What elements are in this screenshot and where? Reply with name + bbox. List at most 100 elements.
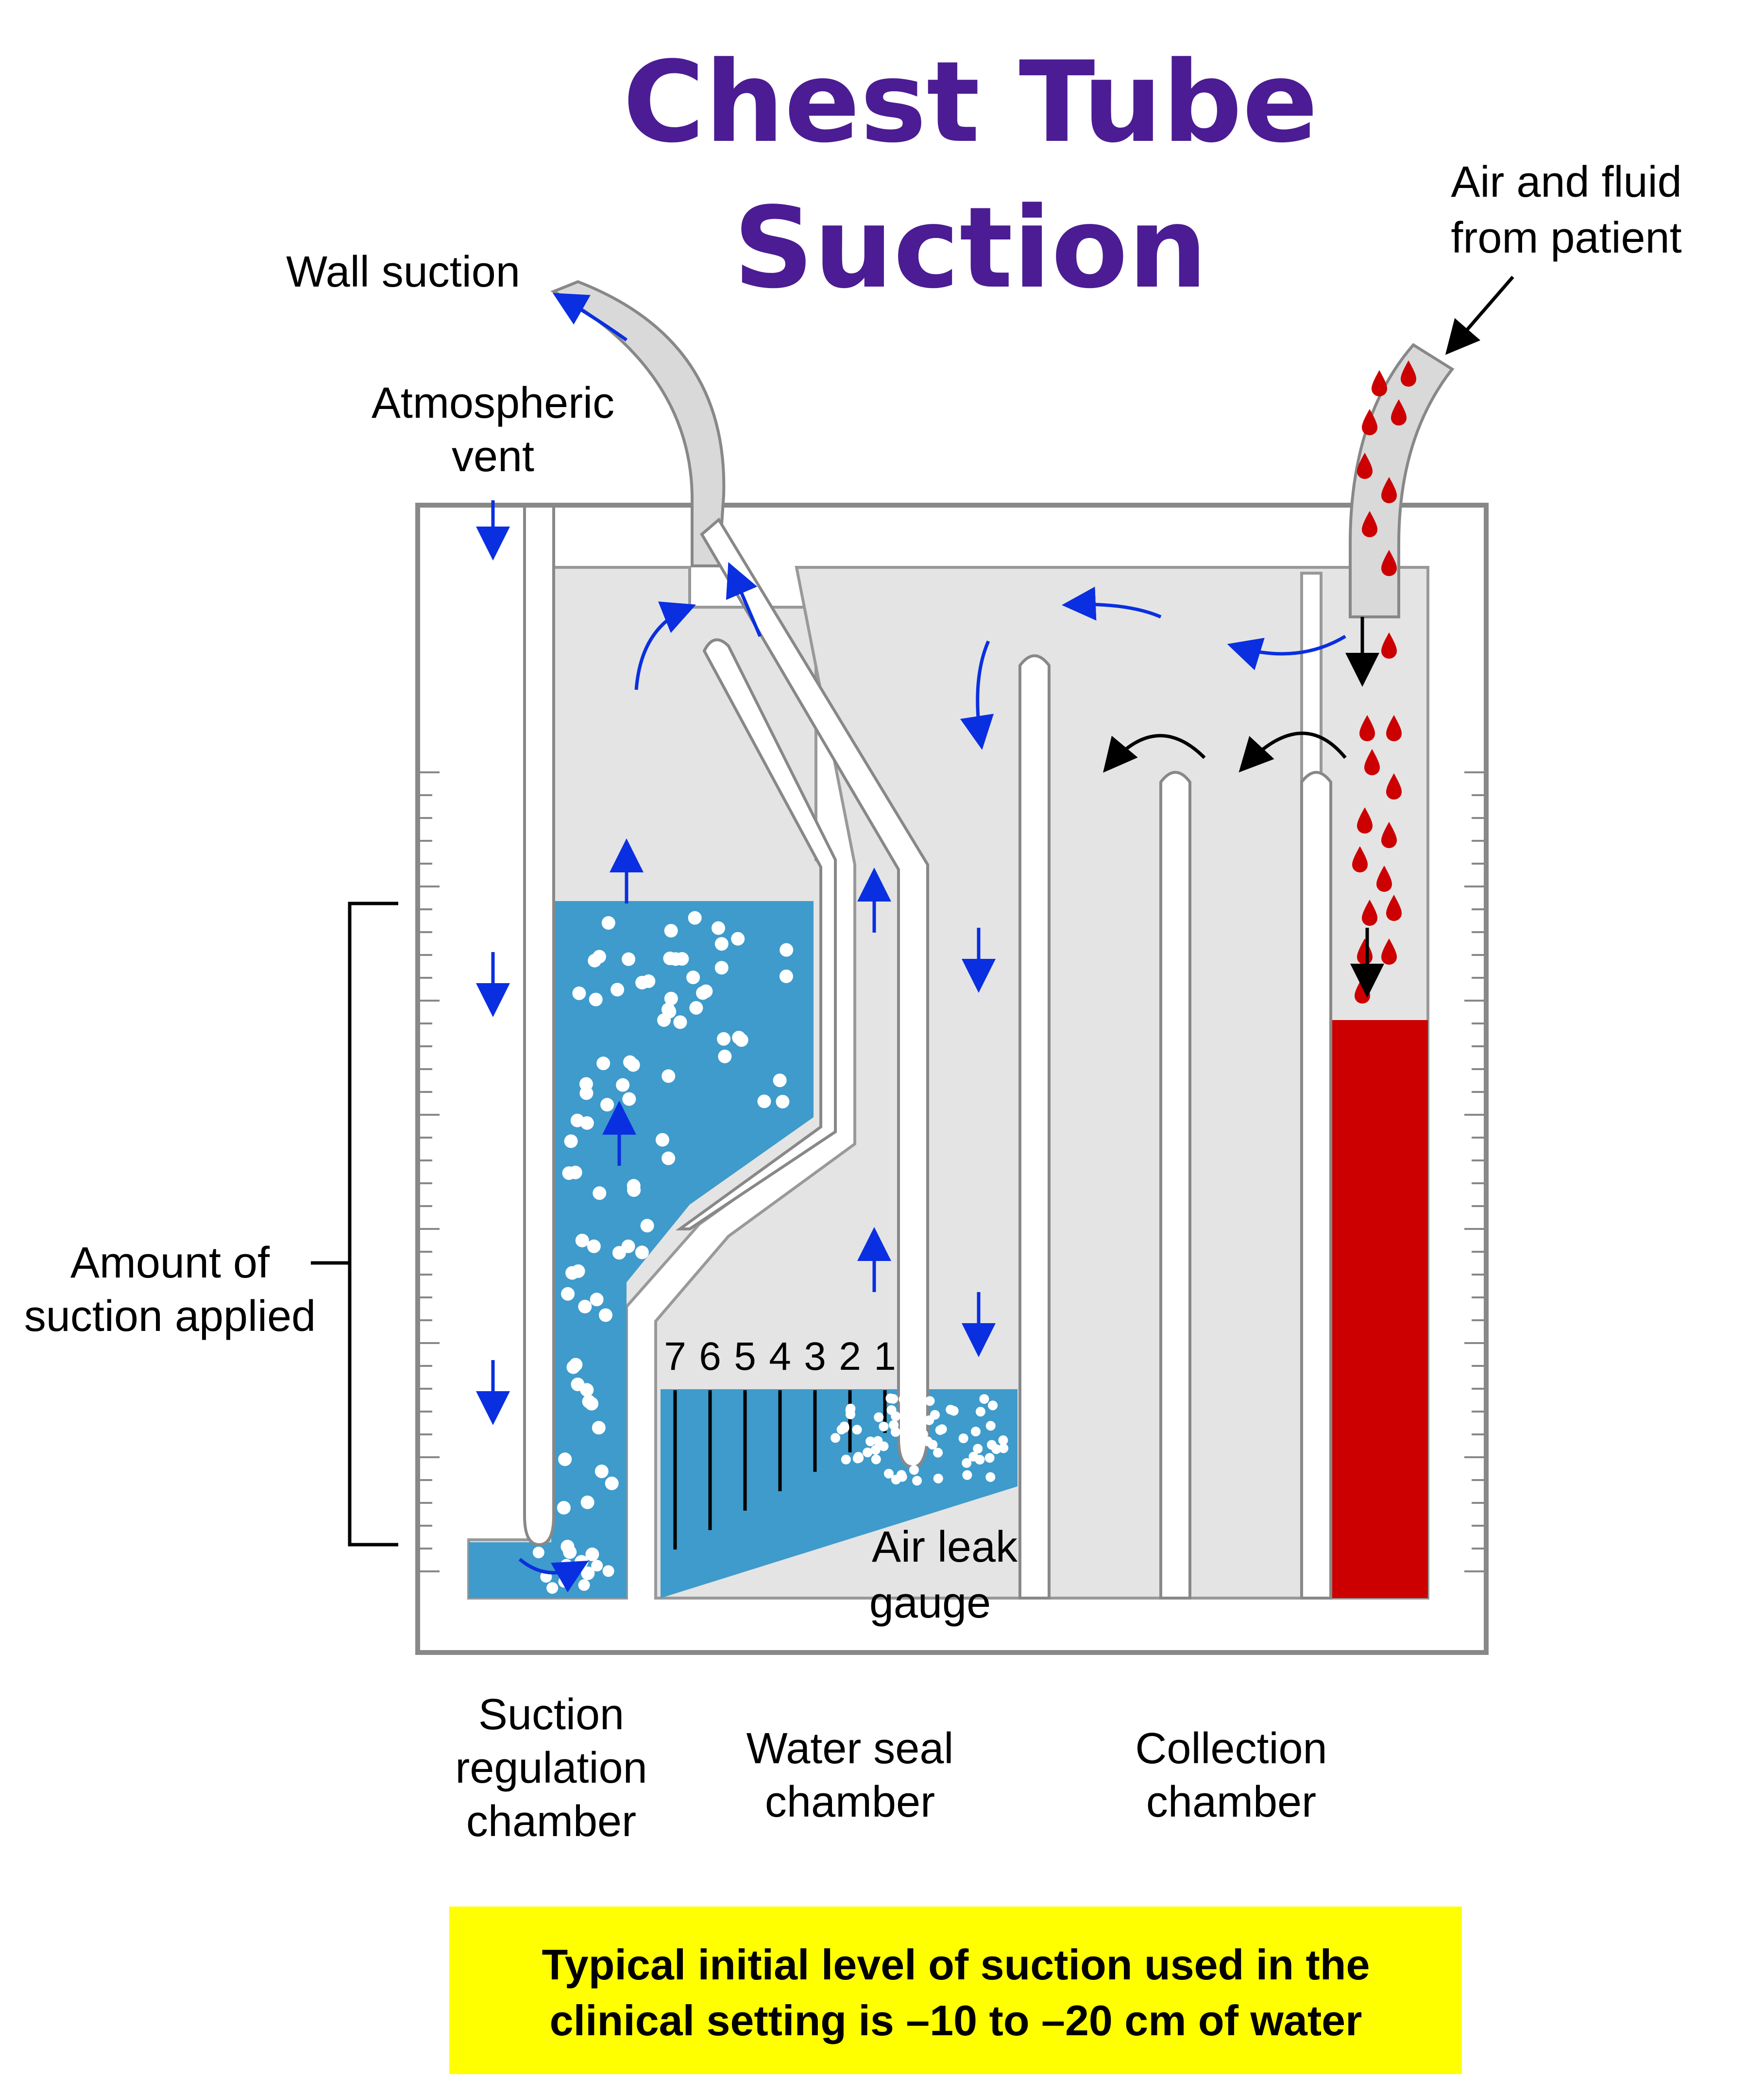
bubble [985, 1472, 996, 1482]
atmospheric-vent-tube [523, 508, 555, 1547]
bubble [846, 1403, 856, 1414]
bubble [975, 1407, 985, 1417]
bubble [852, 1425, 862, 1435]
bubble [949, 1406, 959, 1416]
bubble [664, 991, 678, 1005]
bubble [731, 932, 745, 946]
bubble [773, 1073, 787, 1088]
bubble [874, 1412, 884, 1422]
gauge-number: 5 [734, 1334, 756, 1379]
bubble [779, 969, 793, 983]
bubble [585, 1547, 599, 1561]
bubble [598, 1308, 612, 1322]
label-wall-suction: Wall suction [286, 248, 520, 296]
bubble [580, 1495, 594, 1509]
bubble [587, 1239, 601, 1253]
bubble [640, 1219, 654, 1233]
bubble [780, 943, 794, 957]
fluid-arrow [1238, 732, 1347, 773]
bubble [891, 1475, 901, 1485]
bubble [688, 911, 702, 925]
bubble [991, 1444, 1001, 1454]
bubble [578, 1579, 590, 1591]
bubble [622, 952, 636, 966]
bubble [853, 1452, 864, 1462]
bubble [592, 950, 606, 964]
bubble [664, 924, 678, 938]
bubble [578, 1299, 592, 1313]
bubble [602, 1565, 614, 1577]
label-atmospheric-vent-2: vent [452, 432, 534, 481]
bubble [600, 1098, 614, 1112]
bubble [909, 1465, 919, 1475]
bubble [962, 1470, 972, 1480]
bubble [839, 1421, 849, 1431]
label-air-leak-gauge-1: Air leak [872, 1523, 1018, 1571]
label-water-seal-2: chamber [765, 1778, 935, 1826]
bubble [590, 1293, 604, 1307]
label-atmospheric-vent-1: Atmospheric [372, 379, 614, 427]
bubble [686, 971, 700, 985]
bubble [910, 1438, 920, 1448]
note-line-1: Typical initial level of suction used in… [542, 1941, 1370, 1989]
bubble [570, 1113, 584, 1127]
flow-arrow [1227, 634, 1346, 670]
bubble [776, 1094, 790, 1108]
bubble [889, 1420, 899, 1430]
bubble [933, 1448, 943, 1458]
bubble [594, 1465, 609, 1479]
label-amount-suction-2: suction applied [24, 1292, 316, 1341]
bubble [623, 1055, 637, 1069]
bubble [575, 1233, 589, 1247]
label-air-fluid-1: Air and fluid [1451, 158, 1681, 206]
bubble [831, 1433, 841, 1443]
bubble [886, 1405, 897, 1415]
bubble [669, 952, 683, 966]
bubble [564, 1134, 578, 1148]
flow-arrow [726, 562, 762, 637]
flow-arrow [1062, 586, 1162, 621]
note-box [449, 1907, 1462, 2074]
suction-bracket [311, 902, 398, 1547]
baffle-2 [1159, 771, 1191, 1600]
bubble [962, 1458, 972, 1468]
title-line-1: Chest Tube [623, 38, 1318, 168]
bubble [930, 1410, 940, 1420]
bubble [912, 1476, 922, 1486]
bubble [657, 1013, 671, 1027]
bubble [661, 1003, 675, 1017]
patient-tube [1349, 343, 1455, 618]
bubble [579, 1086, 594, 1100]
flow-arrow [960, 640, 994, 750]
flow-arrow [634, 601, 696, 690]
bubble [970, 1427, 981, 1437]
bubble [616, 1078, 630, 1092]
baffle-1 [1018, 654, 1051, 1600]
bubble [988, 1400, 998, 1411]
label-collection-2: chamber [1146, 1778, 1316, 1826]
scale-ticks-left [418, 771, 440, 1572]
bubble [673, 1015, 687, 1029]
flow-arrows [476, 293, 1346, 1593]
bubble [985, 1421, 996, 1431]
bubble [841, 1454, 851, 1465]
bubble [591, 1560, 603, 1572]
bubble [558, 1452, 572, 1466]
flow-arrow [552, 293, 628, 341]
bubble [662, 1069, 676, 1083]
label-water-seal-1: Water seal [746, 1724, 954, 1773]
note-line-2: clinical setting is –10 to –20 cm of wat… [550, 1996, 1362, 2044]
bubble [655, 1133, 669, 1147]
label-air-fluid-2: from patient [1451, 214, 1681, 262]
bubble [596, 1056, 611, 1071]
bubble [558, 1576, 570, 1588]
bubble [863, 1448, 873, 1458]
bubble [546, 1582, 559, 1594]
bubble [899, 1394, 909, 1404]
bubble [611, 983, 625, 997]
bubble [699, 984, 713, 998]
bubble [585, 1397, 599, 1411]
